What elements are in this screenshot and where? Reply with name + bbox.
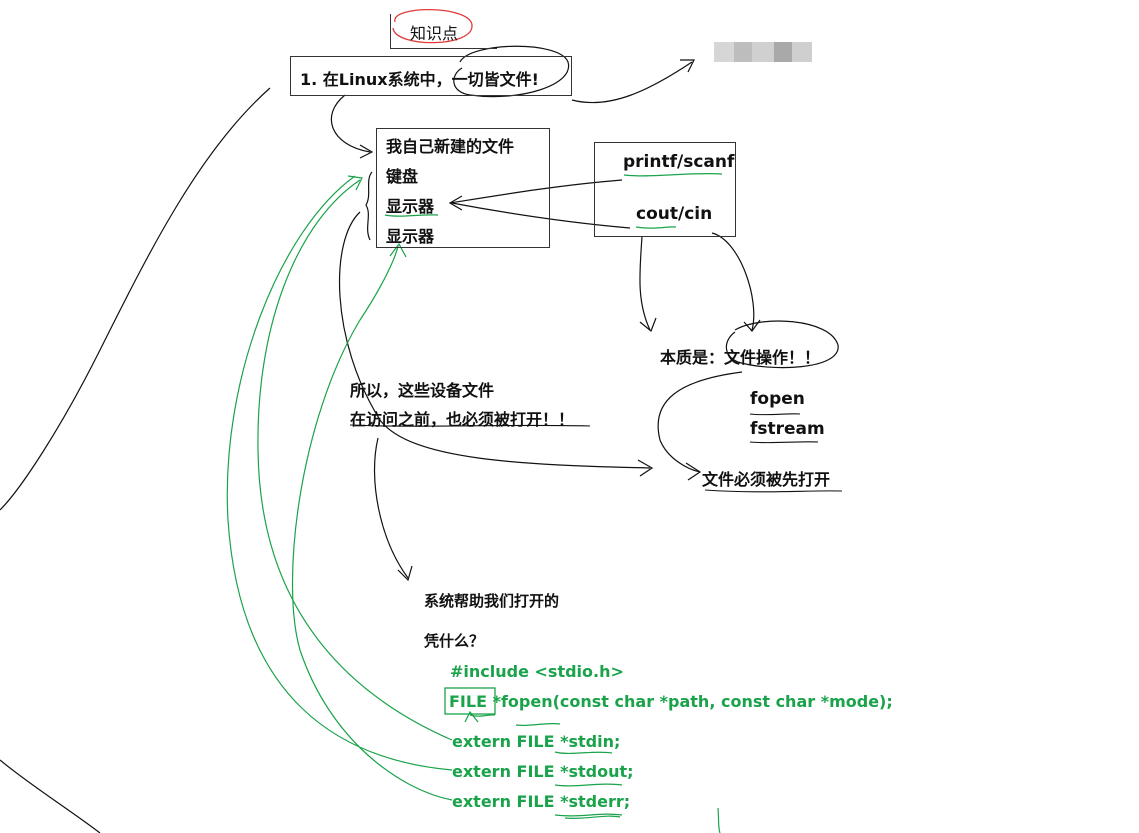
io-cout-cin: cout/cin xyxy=(636,204,713,224)
files-item-display-2: 显示器 xyxy=(386,227,435,246)
system-opens-text: 系统帮助我们打开的 xyxy=(424,592,560,610)
devices-note-line-1: 所以，这些设备文件 xyxy=(350,381,495,400)
devices-note-line-2: 在访问之前，也必须被打开！！ xyxy=(350,410,575,429)
code-include: #include <stdio.h> xyxy=(450,662,624,681)
must-open-first: 文件必须被先打开 xyxy=(702,470,831,489)
essence-text: 本质是：文件操作！！ xyxy=(660,348,821,367)
blurred-image xyxy=(714,42,812,62)
code-fopen-signature: FILE *fopen(const char *path, const char… xyxy=(449,692,893,711)
files-box xyxy=(376,128,550,248)
io-printf-scanf: printf/scanf xyxy=(623,152,735,172)
point-1-text: 1. 在Linux系统中，一切皆文件! xyxy=(300,70,539,89)
arrow-stroke xyxy=(330,94,371,153)
func-fopen: fopen xyxy=(750,389,805,409)
files-item-keyboard: 键盘 xyxy=(386,167,419,186)
func-fstream: fstream xyxy=(750,419,825,439)
based-on-what-text: 凭什么？ xyxy=(424,632,485,650)
code-stderr: extern FILE *stderr; xyxy=(452,792,631,811)
files-item-new-file: 我自己新建的文件 xyxy=(386,137,515,156)
io-box xyxy=(594,142,736,237)
code-stdin: extern FILE *stdin; xyxy=(452,732,621,751)
point-1-box xyxy=(290,56,572,96)
code-fopen-rest: fopen(const char *path, const char *mode… xyxy=(500,692,893,711)
knowledge-tag xyxy=(390,14,497,49)
code-file-pointer: FILE * xyxy=(449,692,501,711)
arrow-stroke xyxy=(571,61,693,104)
files-item-display-1: 显示器 xyxy=(386,197,435,216)
knowledge-label: 知识点 xyxy=(410,24,459,43)
code-stdout: extern FILE *stdout; xyxy=(452,762,634,781)
